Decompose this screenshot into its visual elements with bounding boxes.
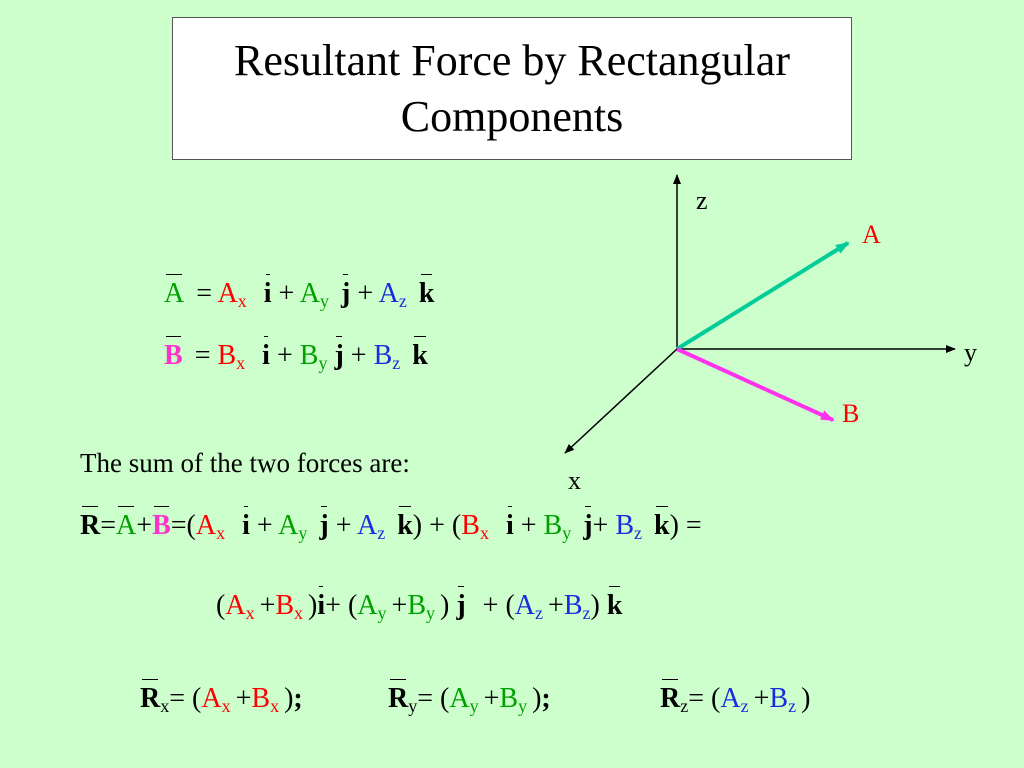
rz-equation: Rz= (Az+Bz) <box>660 679 811 716</box>
sum-text: The sum of the two forces are: <box>80 448 410 478</box>
title-line-1: Resultant Force by Rectangular <box>234 35 790 85</box>
vector-a-symbol: A <box>164 274 185 309</box>
equation-b: B = Bx i + By j + Bz k <box>164 336 428 373</box>
title-line-2: Components <box>400 91 624 141</box>
title-box: Resultant Force by Rectangular Component… <box>172 17 852 160</box>
grouped-equation: (Ax+Bx)i+ (Ay+By) j + (Az+Bz) k <box>216 586 623 623</box>
resultant-equation: R=A+B=(Ax i + Ay j + Az k) + (Bx i + By … <box>80 506 702 543</box>
x-axis-label: x <box>568 466 581 495</box>
equation-a: A = Ax i + Ay j + Az k <box>164 274 435 311</box>
y-axis-label: y <box>964 338 977 367</box>
vector-b-label: B <box>842 399 860 428</box>
rx-equation: Rx= (Ax+Bx); <box>140 679 303 716</box>
vector-b-arrow <box>676 347 835 422</box>
vector-a-arrow <box>675 241 850 351</box>
z-axis-label: z <box>696 186 708 215</box>
vector-a-label: A <box>862 220 881 249</box>
x-axis <box>564 348 678 454</box>
vector-b-symbol: B <box>164 336 183 371</box>
ry-equation: Ry= (Ay+By); <box>388 679 551 716</box>
